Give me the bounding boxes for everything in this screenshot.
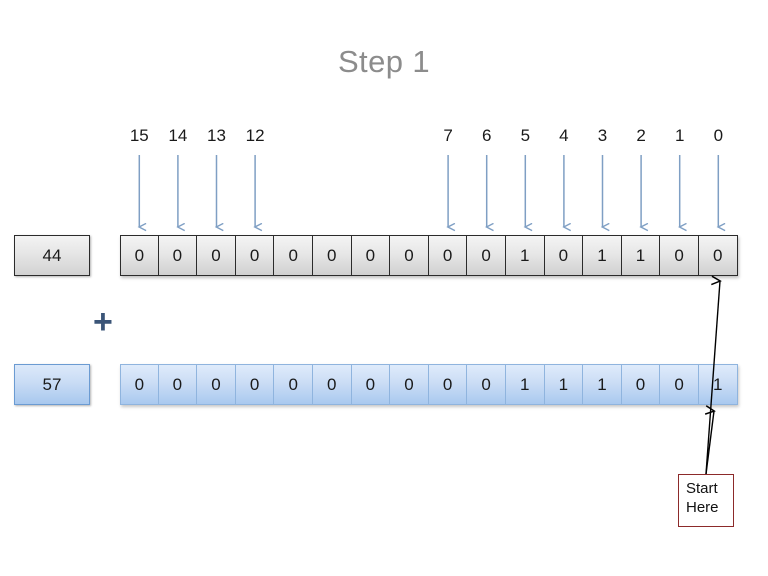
- bit-cell: 1: [544, 364, 584, 405]
- bit-cell: 0: [467, 364, 506, 405]
- bit-cell: 0: [197, 235, 236, 276]
- start-here-line-2: Here: [686, 499, 719, 517]
- bit-cell: 0: [660, 364, 699, 405]
- plus-operator: +: [93, 303, 113, 341]
- bit-cell: 0: [274, 235, 313, 276]
- bit-cell: 0: [158, 364, 198, 405]
- page-title: Step 1: [337, 44, 431, 79]
- bit-cell: 0: [235, 235, 275, 276]
- arrow-to-blue-lsb: [704, 405, 716, 475]
- bit-index-label-3: 3: [597, 126, 608, 145]
- start-here-callout: Start Here: [678, 474, 734, 527]
- bit-cell: 0: [351, 364, 391, 405]
- bit-cell: 0: [467, 235, 506, 276]
- bit-cell: 0: [698, 235, 738, 276]
- bit-cell: 1: [698, 364, 738, 405]
- bit-index-label-14: 14: [168, 126, 188, 145]
- bit-cell: 0: [120, 364, 159, 405]
- bit-cell: 0: [274, 364, 313, 405]
- bit-cell: 1: [505, 235, 545, 276]
- bit-cell: 1: [583, 364, 622, 405]
- bit-cell: 0: [197, 364, 236, 405]
- bit-index-label-5: 5: [520, 126, 531, 145]
- bit-index-label-13: 13: [207, 126, 226, 145]
- bit-cell: 0: [660, 235, 699, 276]
- bit-cell: 0: [390, 364, 429, 405]
- bit-cell: 0: [390, 235, 429, 276]
- bit-cell: 0: [312, 364, 352, 405]
- start-here-line-1: Start: [686, 480, 718, 497]
- bit-index-label-15: 15: [129, 126, 149, 145]
- bit-cell: 0: [428, 364, 468, 405]
- bit-cell: 0: [158, 235, 198, 276]
- bit-index-label-12: 12: [245, 126, 265, 145]
- bit-index-label-2: 2: [636, 126, 646, 145]
- bit-cell: 0: [312, 235, 352, 276]
- bit-cell: 0: [120, 235, 159, 276]
- bit-cell: 0: [235, 364, 275, 405]
- bit-cell: 1: [621, 235, 661, 276]
- bit-cell: 0: [428, 235, 468, 276]
- bit-index-label-1: 1: [674, 126, 685, 145]
- bit-cell: 0: [544, 235, 584, 276]
- bit-cell: 1: [505, 364, 545, 405]
- bit-index-label-4: 4: [559, 126, 569, 145]
- bit-index-label-7: 7: [443, 126, 453, 145]
- decimal-box-57: 57: [14, 364, 90, 405]
- bit-cell: 1: [583, 235, 622, 276]
- bit-cell: 0: [621, 364, 661, 405]
- bit-index-label-0: 0: [713, 126, 724, 145]
- decimal-box-44: 44: [14, 235, 90, 276]
- bit-index-label-6: 6: [481, 126, 492, 145]
- bit-cell: 0: [351, 235, 391, 276]
